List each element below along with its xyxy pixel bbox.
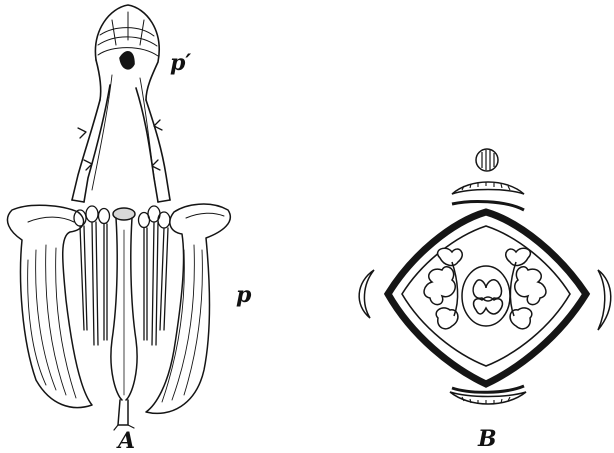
right-stamen-group bbox=[506, 248, 546, 329]
panel-b-floral-diagram: B bbox=[359, 149, 611, 452]
label-p: p bbox=[236, 282, 252, 308]
label-panel-b: B bbox=[477, 426, 497, 452]
left-lateral-petal bbox=[7, 205, 92, 407]
upper-petal-p-prime bbox=[72, 5, 170, 202]
left-sepal-crescent bbox=[359, 270, 374, 318]
right-stamens bbox=[139, 206, 171, 345]
outer-petal-whorl bbox=[388, 212, 586, 384]
left-stamens bbox=[74, 206, 110, 345]
label-panel-a: A bbox=[116, 428, 135, 453]
outer-petal-whorl-overlap-bottom bbox=[452, 386, 524, 392]
right-sepal-crescent bbox=[598, 270, 611, 330]
bottom-bract-crescent bbox=[450, 392, 526, 404]
central-ovary bbox=[462, 266, 510, 326]
outer-petal-whorl-overlap-top bbox=[452, 202, 524, 210]
central-pistil bbox=[111, 208, 137, 430]
panel-a-flower-dissection: p′ p A bbox=[7, 5, 252, 453]
floral-axis-circle bbox=[476, 149, 498, 171]
right-lateral-petal-p bbox=[146, 204, 230, 413]
label-p-prime: p′ bbox=[170, 50, 191, 76]
